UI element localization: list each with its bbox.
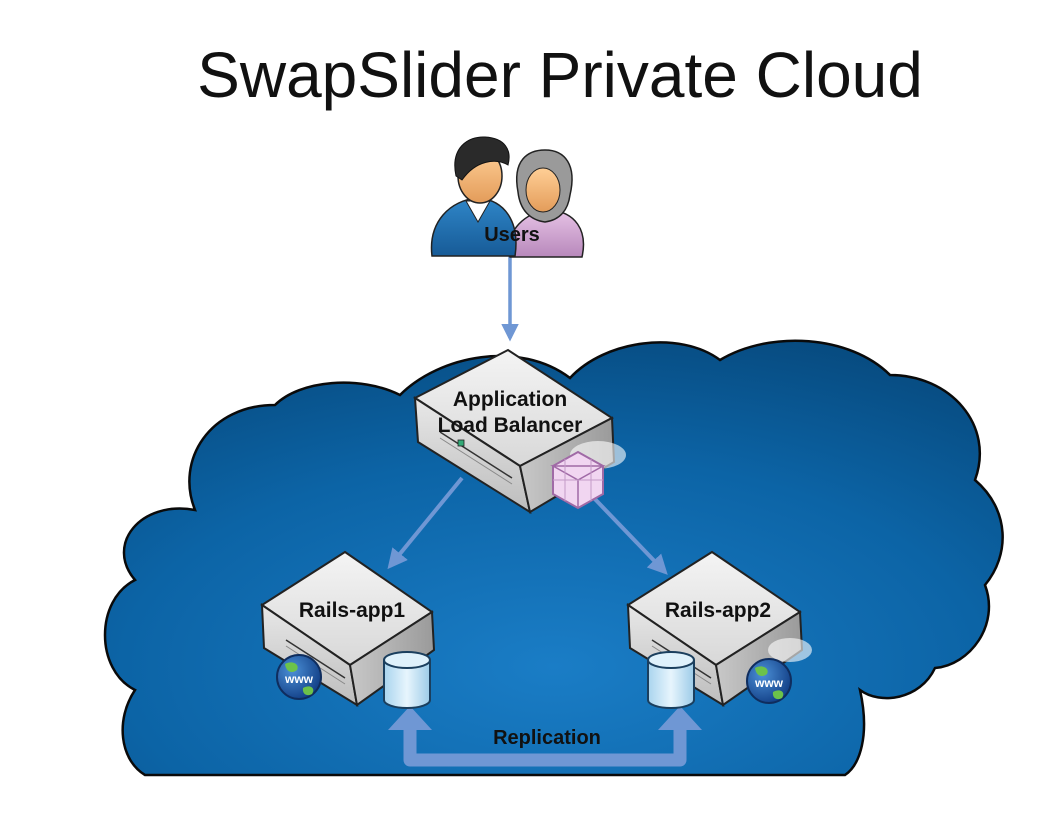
load-balancer-server [413, 348, 626, 515]
load-balancer-label-line1: Application [453, 388, 567, 411]
svg-text:www: www [284, 672, 314, 686]
rails-app1-label: Rails-app1 [299, 599, 406, 622]
replication-link [388, 706, 702, 767]
rails-app2-label: Rails-app2 [665, 599, 771, 622]
database-icon [383, 651, 431, 709]
page-title: SwapSlider Private Cloud [197, 39, 923, 111]
globe-www-icon: www [746, 658, 792, 704]
replication-label: Replication [493, 727, 601, 749]
rails-app1-server: www [260, 550, 436, 709]
database-icon [647, 651, 695, 709]
server-icon [413, 348, 626, 515]
users-label: Users [484, 224, 540, 246]
rails-app2-server: www [626, 550, 812, 709]
balancer-to-app1-arrow [387, 476, 464, 570]
balancer-to-app2-arrow [590, 494, 668, 575]
server-icon [260, 550, 436, 708]
cubes-icon [550, 450, 606, 510]
svg-text:www: www [754, 676, 784, 690]
globe-www-icon: www [276, 654, 322, 700]
load-balancer-label-line2: Load Balancer [438, 414, 583, 437]
people-icon [430, 136, 585, 258]
